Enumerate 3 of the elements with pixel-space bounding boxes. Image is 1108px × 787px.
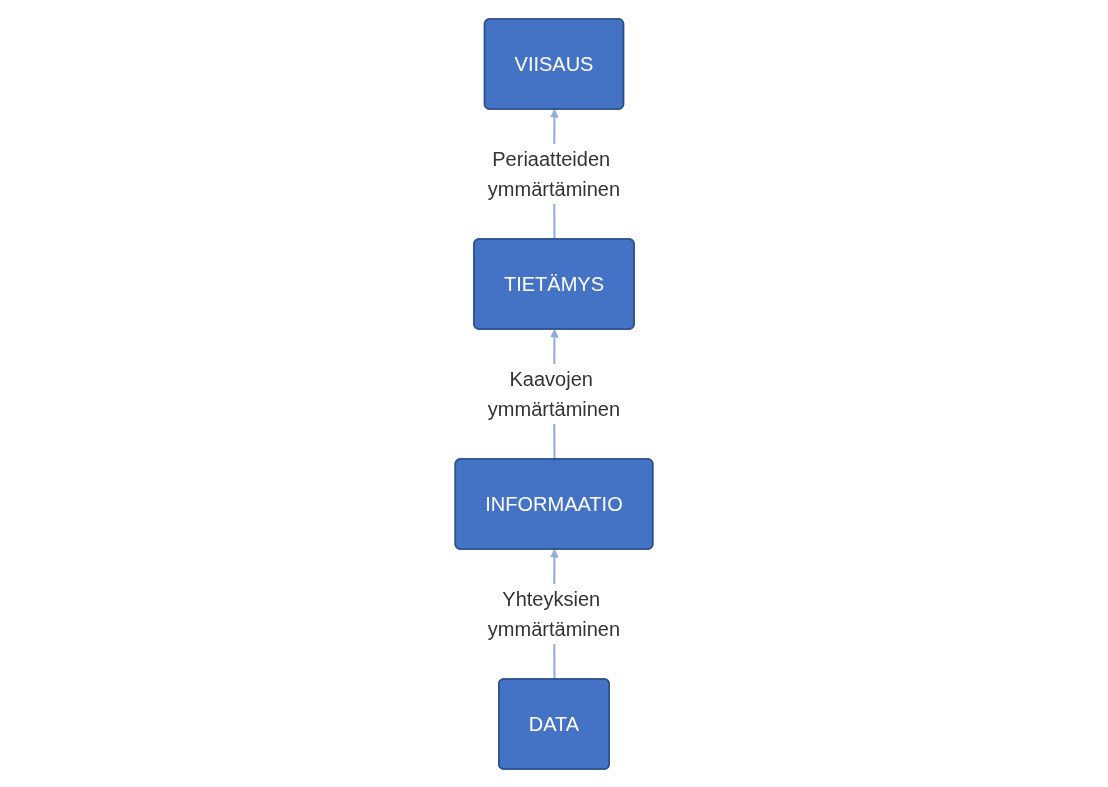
edge-label: Kaavojen ymmärtäminen — [487, 367, 621, 420]
edge-label: Yhteyksien ymmärtäminen — [487, 587, 621, 640]
edge-label: Periaatteiden ymmärtäminen — [487, 147, 621, 200]
